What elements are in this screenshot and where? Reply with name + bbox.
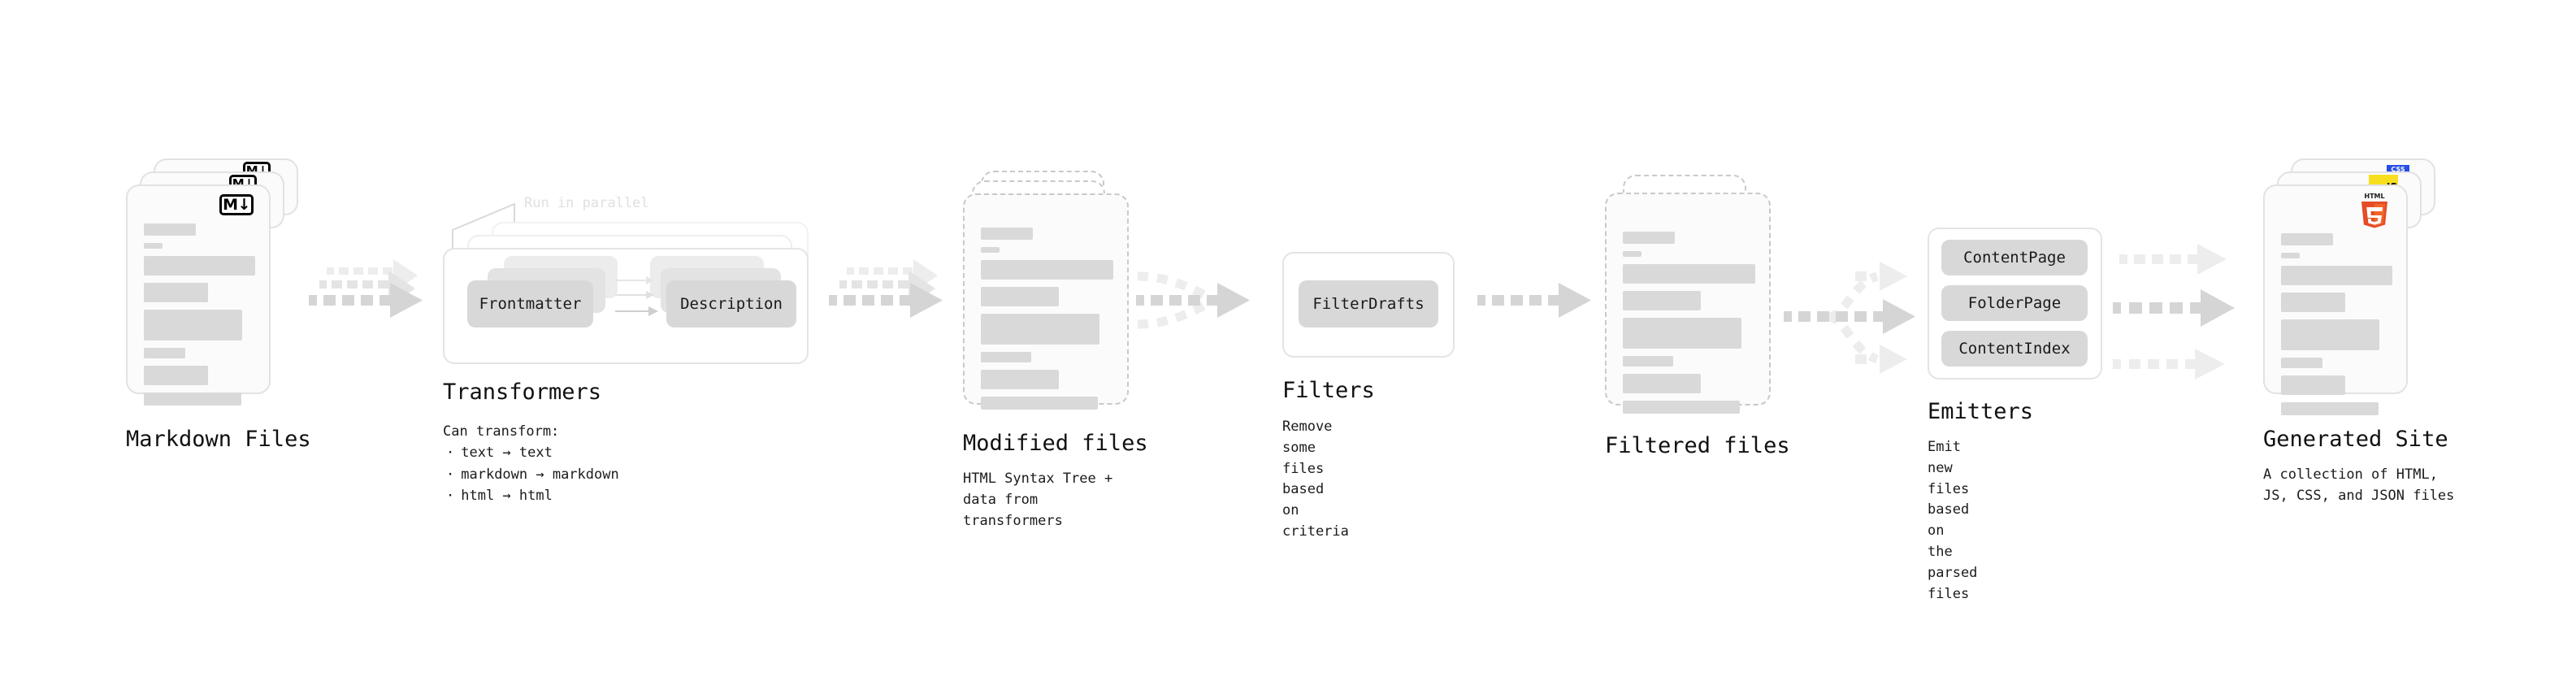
content-bar [144, 393, 241, 406]
filtered-card-content [1623, 232, 1755, 421]
content-bar [1623, 251, 1641, 257]
markdown-card-front: M↓ [126, 184, 271, 406]
modified-card-front [963, 193, 1129, 410]
markdown-files-title: Markdown Files [126, 427, 311, 452]
modified-file-stack [963, 171, 1138, 431]
chip-label: Description [680, 295, 783, 313]
run-in-parallel-bracket [452, 202, 515, 251]
content-bar [2281, 319, 2379, 350]
content-bar [1623, 374, 1701, 393]
arrow-modified-to-filters [1136, 271, 1250, 329]
emitters-description: Emit new files based on the parsed files [1928, 439, 1978, 602]
transformers-bullet: markdown → markdown [443, 464, 618, 485]
arrow-transformers-to-modified [829, 259, 943, 318]
content-bar [144, 348, 185, 358]
content-bar [2281, 253, 2300, 258]
content-bar [144, 243, 163, 249]
content-bar [981, 352, 1031, 362]
site-card-front: HTML [2263, 184, 2408, 415]
content-bar [1623, 232, 1675, 244]
chip-label: ContentPage [1963, 249, 2066, 267]
content-bar [2281, 233, 2333, 245]
transformer-chip-frontmatter[interactable]: Frontmatter [467, 280, 593, 327]
markdown-badge-arrow: ↓ [237, 195, 251, 214]
transformer-chip-description[interactable]: Description [666, 280, 796, 327]
transformers-bullet: html → html [443, 485, 619, 506]
content-bar [1623, 291, 1701, 310]
content-bar [144, 283, 208, 302]
content-bar [144, 223, 196, 236]
emitter-chip-folderpage[interactable]: FolderPage [1941, 285, 2088, 321]
generated-site-description: A collection of HTML, JS, CSS, and JSON … [2263, 466, 2455, 504]
stage-generated-site: CSS JS HTML [2263, 158, 2458, 504]
css-badge-label: CSS [2391, 166, 2405, 173]
filters-description: Remove some files based on criteria [1282, 419, 1349, 540]
generated-site-stack: CSS JS HTML [2263, 158, 2458, 427]
modified-files-title: Modified files [963, 431, 1148, 456]
chip-label: Frontmatter [479, 295, 582, 313]
markdown-badge-letter: M [223, 195, 238, 214]
filtered-file-stack [1605, 175, 1780, 435]
stage-markdown-files: M↓ M↓ M↓ [126, 158, 313, 452]
content-bar [144, 310, 242, 340]
filtered-files-title: Filtered files [1605, 433, 1790, 458]
stage-filtered-files: Filtered files [1605, 175, 1790, 458]
content-bar [2281, 402, 2379, 415]
content-bar [144, 366, 208, 385]
svg-text:HTML: HTML [2364, 193, 2384, 200]
filters-title: Filters [1282, 378, 1375, 403]
content-bar [2281, 293, 2345, 312]
filtered-card-front [1605, 193, 1771, 414]
generated-site-title: Generated Site [2263, 427, 2448, 452]
content-bar [981, 228, 1033, 240]
filter-chip-filterdrafts[interactable]: FilterDrafts [1299, 280, 1438, 327]
arrow-emitters-to-site [2113, 244, 2235, 380]
content-bar [144, 256, 255, 275]
run-in-parallel-label: Run in parallel [524, 195, 649, 211]
content-bar [1623, 401, 1740, 414]
content-bar [981, 397, 1098, 410]
transformers-bullet-list: text → text markdown → markdown html → h… [443, 442, 619, 506]
transformers-title: Transformers [443, 380, 602, 405]
content-bar [1623, 356, 1673, 367]
transformers-description: Can transform: text → text markdown → ma… [443, 421, 619, 506]
content-bar [981, 370, 1059, 389]
emitter-chip-contentpage[interactable]: ContentPage [1941, 240, 2088, 275]
arrow-filters-to-filtered [1477, 283, 1591, 318]
content-bar [2281, 266, 2392, 285]
chip-label: FolderPage [1967, 294, 2062, 312]
chip-label: FilterDrafts [1312, 295, 1425, 313]
content-bar [981, 247, 1000, 253]
modified-card-content [981, 228, 1113, 417]
content-bar [981, 260, 1113, 280]
content-bar [1623, 318, 1741, 349]
site-card-content [2281, 233, 2392, 423]
emitter-chip-contentindex[interactable]: ContentIndex [1941, 331, 2088, 367]
content-bar [1623, 264, 1755, 284]
markdown-icon: M↓ [219, 194, 254, 215]
emitters-title: Emitters [1928, 399, 2034, 424]
stage-modified-files: Modified files HTML Syntax Tree + data f… [963, 171, 1148, 529]
modified-files-description: HTML Syntax Tree + data from transformer… [963, 471, 1113, 529]
html5-icon: HTML [2356, 191, 2393, 228]
markdown-file-stack: M↓ M↓ M↓ [126, 158, 313, 419]
arrow-filtered-to-emitters [1784, 262, 1915, 374]
markdown-card-content [144, 223, 255, 413]
content-bar [981, 287, 1059, 306]
content-bar [2281, 375, 2345, 395]
chip-label: ContentIndex [1958, 340, 2071, 358]
transformers-desc-heading: Can transform: [443, 423, 560, 440]
content-bar [981, 314, 1099, 345]
arrow-markdown-to-transformers [309, 259, 423, 318]
content-bar [2281, 358, 2322, 368]
transformers-bullet: text → text [443, 442, 619, 463]
transformer-inner-arrows [615, 276, 658, 316]
